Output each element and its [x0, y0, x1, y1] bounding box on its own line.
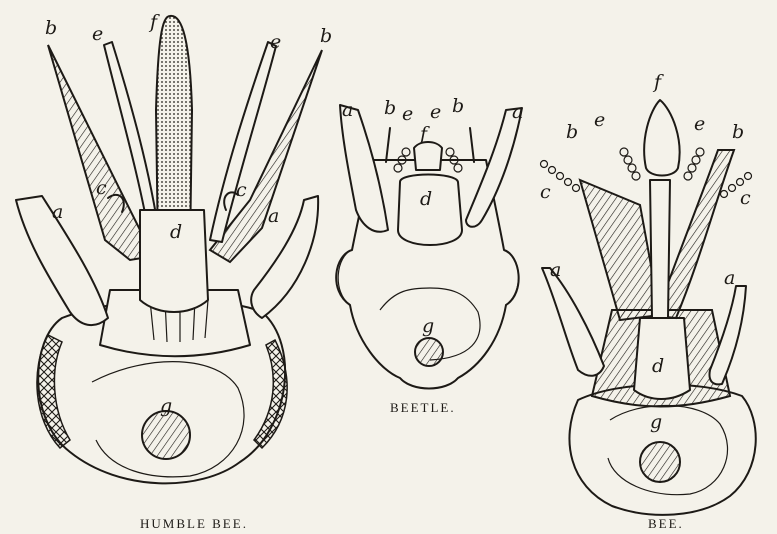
- label-f: f: [148, 11, 160, 33]
- label-d: d: [420, 188, 432, 210]
- beetle-figure: a b e e b a f d g BEETLE.: [336, 95, 523, 415]
- label-c: c: [740, 187, 751, 209]
- label-g: g: [650, 411, 662, 433]
- humble-bee-foramen: [142, 411, 190, 459]
- label-a: a: [512, 101, 523, 123]
- label-b: b: [384, 97, 396, 119]
- humble-bee-caption: HUMBLE BEE.: [140, 516, 248, 531]
- bee-ligula: [650, 180, 670, 318]
- label-e: e: [594, 109, 605, 131]
- beetle-foramen: [415, 338, 443, 366]
- label-d: d: [652, 355, 664, 377]
- label-b: b: [320, 25, 332, 47]
- bee-left-maxilla: [580, 180, 660, 320]
- label-c: c: [96, 177, 107, 199]
- label-b: b: [566, 121, 578, 143]
- bee-caption: BEE.: [648, 516, 684, 531]
- label-e: e: [430, 101, 441, 123]
- label-a: a: [724, 267, 735, 289]
- label-f: f: [652, 71, 664, 93]
- bee-left-mandible: [542, 268, 604, 376]
- humble-bee-figure: b e f e b c c a a d g HUMBLE BEE.: [16, 11, 332, 531]
- label-d: d: [170, 221, 182, 243]
- label-b: b: [452, 95, 464, 117]
- label-b: b: [732, 121, 744, 143]
- label-e: e: [270, 31, 281, 53]
- label-e: e: [402, 103, 413, 125]
- label-e: e: [92, 23, 103, 45]
- label-a: a: [268, 205, 279, 227]
- beetle-caption: BEETLE.: [390, 400, 456, 415]
- bee-figure: f b e e b c c a a d g BEE.: [540, 71, 756, 531]
- bee-tongue: [644, 100, 679, 176]
- label-c: c: [540, 181, 551, 203]
- bee-right-palp: [684, 148, 704, 180]
- label-a: a: [342, 99, 353, 121]
- label-a: a: [550, 259, 561, 281]
- label-e: e: [694, 113, 705, 135]
- bee-left-palp: [620, 148, 640, 180]
- label-a: a: [52, 201, 63, 223]
- label-g: g: [422, 315, 434, 337]
- label-g: g: [160, 395, 172, 417]
- bee-foramen: [640, 442, 680, 482]
- label-c: c: [236, 179, 247, 201]
- beetle-labium: [414, 142, 442, 170]
- label-b: b: [45, 17, 57, 39]
